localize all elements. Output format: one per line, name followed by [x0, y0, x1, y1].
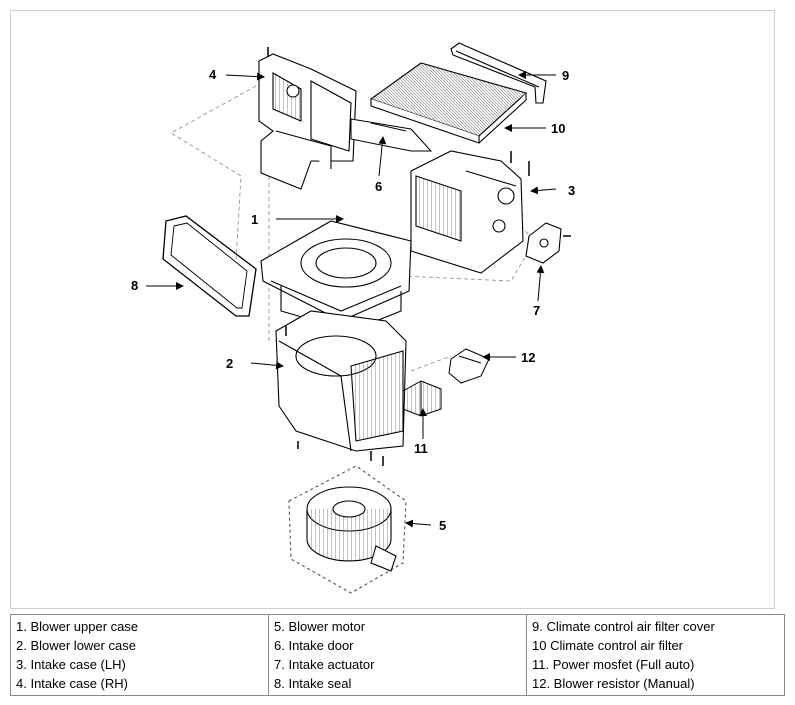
legend-item: 8. Intake seal — [274, 676, 352, 691]
intake-actuator-part — [525, 222, 571, 273]
callout-2: 2 — [226, 356, 233, 371]
blower-motor-part — [288, 465, 407, 594]
legend-item: 4. Intake case (RH) — [16, 676, 128, 691]
parts-legend-table: 1. Blower upper case 2. Blower lower cas… — [10, 614, 785, 696]
legend-item: 7. Intake actuator — [274, 657, 375, 672]
intake-case-lh-part — [410, 150, 530, 274]
blower-resistor-part — [448, 348, 490, 384]
callout-1: 1 — [251, 212, 258, 227]
callout-10: 10 — [551, 121, 565, 136]
callout-8: 8 — [131, 278, 138, 293]
callout-6: 6 — [375, 179, 382, 194]
intake-seal-part — [162, 215, 257, 317]
callout-11: 11 — [414, 441, 428, 456]
callout-4: 4 — [209, 67, 217, 82]
callout-3: 3 — [568, 183, 575, 198]
intake-door-part — [350, 118, 433, 152]
blower-upper-case-part — [260, 220, 412, 332]
legend-item: 1. Blower upper case — [16, 619, 139, 634]
legend-item: 11. Power mosfet (Full auto) — [532, 657, 695, 672]
diagram-svg: 1 2 3 4 5 6 7 8 9 10 11 12 — [131, 42, 575, 594]
legend-item: 6. Intake door — [274, 638, 354, 653]
legend-column-1: 1. Blower upper case 2. Blower lower cas… — [10, 614, 269, 696]
blower-lower-case-part — [275, 310, 407, 466]
intake-case-rh-part — [258, 47, 357, 190]
legend-row: 1. Blower upper case 2. Blower lower cas… — [10, 614, 785, 696]
legend-item: 9. Climate control air filter cover — [532, 619, 715, 634]
filter-cover-part — [450, 42, 547, 104]
callout-9: 9 — [562, 68, 569, 83]
legend-item: 5. Blower motor — [274, 619, 366, 634]
callout-7: 7 — [533, 303, 540, 318]
legend-item: 2. Blower lower case — [16, 638, 136, 653]
legend-item: 3. Intake case (LH) — [16, 657, 126, 672]
callout-labels: 1 2 3 4 5 6 7 8 9 10 11 12 — [131, 67, 575, 533]
callout-5: 5 — [439, 518, 446, 533]
legend-column-3: 9. Climate control air filter cover 10 C… — [526, 614, 785, 696]
air-filter-part — [369, 62, 528, 144]
legend-column-2: 5. Blower motor 6. Intake door 7. Intake… — [268, 614, 527, 696]
exploded-diagram: 1 2 3 4 5 6 7 8 9 10 11 12 — [10, 10, 775, 609]
legend-item: 12. Blower resistor (Manual) — [532, 676, 695, 691]
legend-item: 10 Climate control air filter — [532, 638, 683, 653]
callout-12: 12 — [521, 350, 535, 365]
power-mosfet-part — [402, 380, 442, 417]
callout-leaders — [146, 71, 557, 528]
